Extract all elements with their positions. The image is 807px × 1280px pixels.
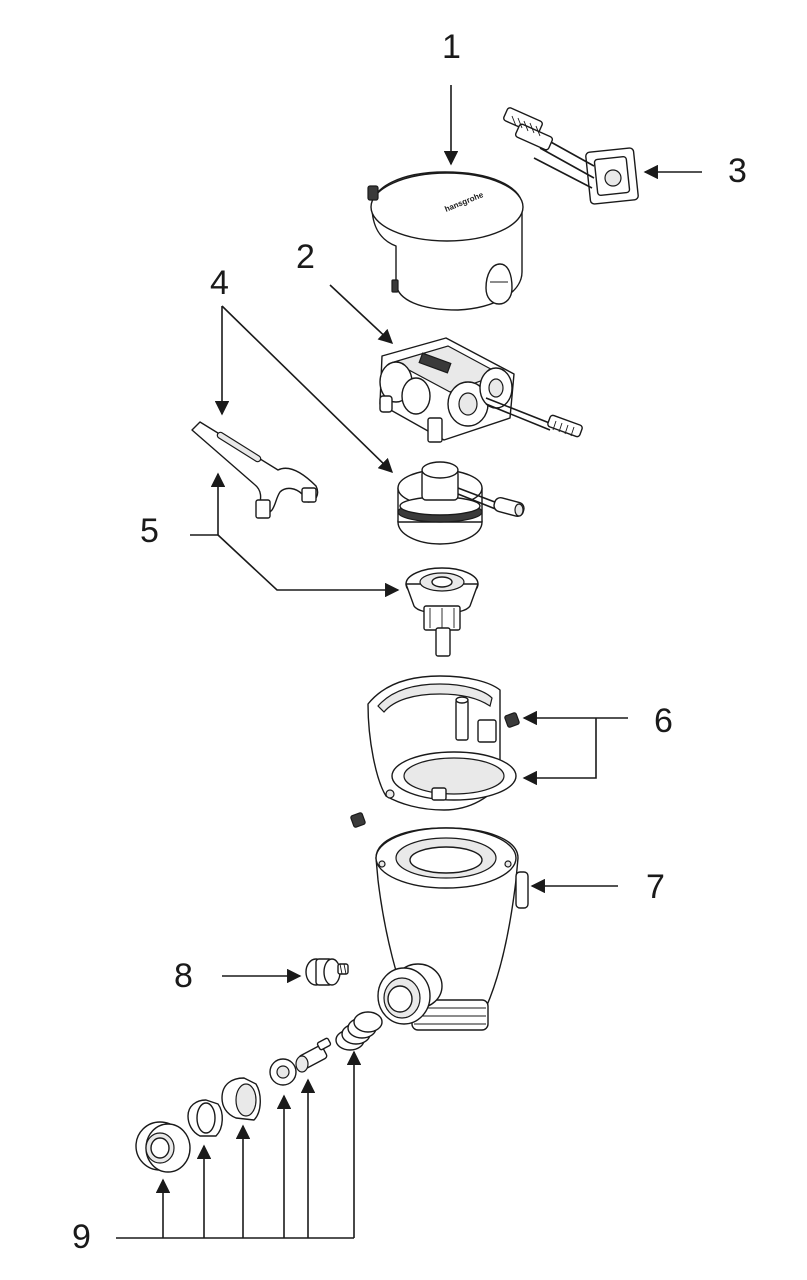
- spring: [335, 1011, 383, 1051]
- part-valve-head: [397, 461, 525, 545]
- leader-4b: [221, 305, 394, 474]
- leader-6c: [522, 718, 597, 786]
- part-connector-key: [503, 107, 639, 205]
- part-mounting-sleeve: [350, 675, 520, 828]
- check-pin: [295, 1037, 332, 1073]
- leader-2: [329, 284, 394, 344]
- callout-4: 4: [210, 264, 229, 302]
- union-nut: [135, 1121, 191, 1173]
- callout-3: 3: [728, 152, 747, 190]
- callout-8: 8: [174, 957, 193, 995]
- part-screw: [305, 958, 349, 986]
- callout-9: 9: [72, 1218, 91, 1256]
- part-fitting-set: [135, 1011, 383, 1173]
- part-cartridge-assembly: [379, 337, 583, 443]
- washer: [269, 1058, 297, 1086]
- part-cap: hansgrohe: [367, 171, 524, 311]
- sleeve: [221, 1077, 261, 1121]
- leader-lines: [116, 85, 702, 1239]
- part-valve-stem: [405, 567, 479, 657]
- callout-1: 1: [442, 28, 461, 66]
- tube: [187, 1099, 223, 1137]
- part-valve-housing: [375, 827, 529, 1031]
- callout-7: 7: [646, 868, 665, 906]
- part-spanner-tool: [191, 421, 319, 519]
- callout-5: 5: [140, 512, 159, 550]
- leader-5c: [217, 534, 400, 598]
- callout-2: 2: [296, 238, 315, 276]
- callout-6: 6: [654, 702, 673, 740]
